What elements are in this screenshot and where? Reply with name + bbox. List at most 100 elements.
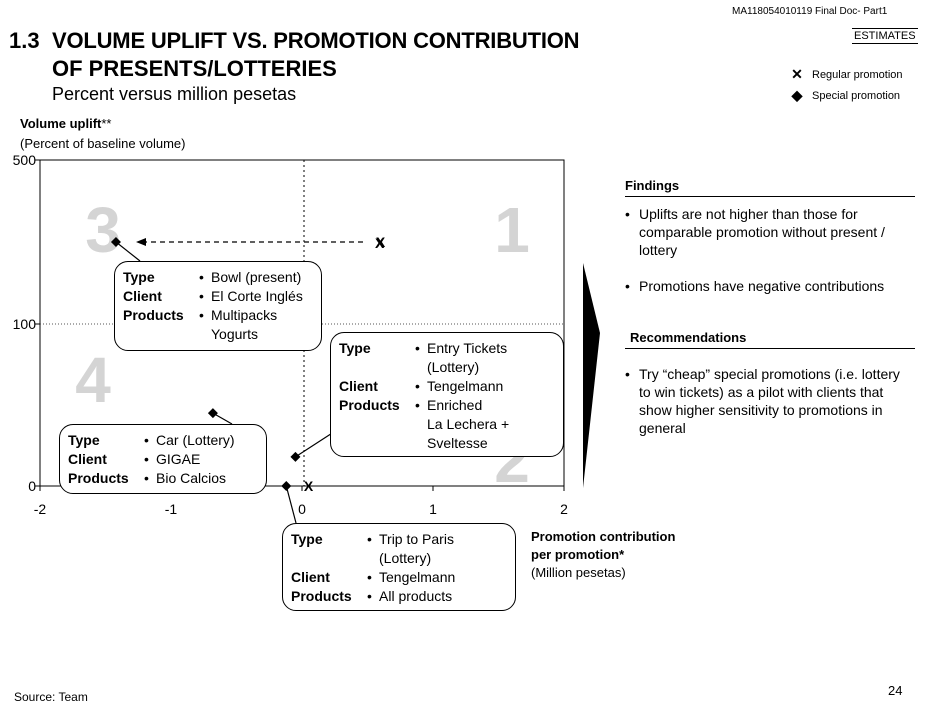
x-axis-title: Promotion contribution per promotion* (M…	[531, 529, 676, 580]
callout-value-line: GIGAE	[144, 450, 200, 469]
recommendations-list: Try “cheap” special promotions (i.e. lot…	[625, 365, 915, 437]
callout-value-line: All products	[367, 587, 452, 606]
x-marker-icon: ✕	[791, 66, 803, 82]
callout-value: Trip to Paris(Lottery)	[367, 530, 454, 568]
callout-key: Products	[339, 397, 400, 413]
source-note: Source: Team	[14, 690, 88, 704]
callout-value-line: Sveltesse	[427, 435, 488, 451]
callout-value-line: El Corte Inglés	[199, 287, 303, 306]
recommendation-item: Try “cheap” special promotions (i.e. lot…	[625, 365, 915, 437]
page-subtitle: Percent versus million pesetas	[52, 84, 297, 104]
callout-value-line: Multipacks	[199, 306, 277, 325]
callout-value: Bio Calcios	[144, 469, 226, 488]
callout-value-line: Trip to Paris	[367, 530, 454, 549]
y-axis-subtitle: (Percent of baseline volume)	[20, 136, 186, 151]
chevron-arrow-icon	[583, 263, 600, 488]
callout-value: Entry Tickets(Lottery)	[415, 339, 507, 377]
x-tick-label: 2	[560, 501, 568, 517]
callout-value-line: (Lottery)	[379, 550, 432, 566]
callout-value: Tengelmann	[367, 568, 455, 587]
callout-key: Client	[123, 288, 162, 304]
document-id: MA118054010119 Final Doc- Part1	[732, 6, 888, 17]
callout-key: Products	[291, 588, 352, 604]
x-tick-label: 1	[429, 501, 437, 517]
special-promotion-point	[110, 237, 121, 247]
y-axis-title: Volume uplift**	[20, 116, 112, 131]
regular-promotion-point: X	[376, 234, 386, 250]
arrow-head-icon	[136, 238, 146, 246]
diamond-marker-icon: ◆	[791, 87, 803, 103]
callout-key: Type	[123, 269, 155, 285]
callout-row: Client El Corte Inglés	[123, 287, 313, 306]
callout-key: Client	[68, 451, 107, 467]
callout-value-line: (Lottery)	[427, 359, 480, 375]
legend-label: Special promotion	[812, 89, 901, 102]
callout-key: Type	[291, 531, 323, 547]
callout-value: El Corte Inglés	[199, 287, 303, 306]
callout-key: Products	[68, 470, 129, 486]
y-tick-label: 500	[13, 152, 37, 168]
page-title-line2: OF PRESENTS/LOTTERIES	[52, 56, 337, 81]
special-promotion-point	[281, 481, 292, 491]
y-tick-label: 100	[13, 316, 37, 332]
callout-row: ClientTengelmann	[339, 377, 555, 396]
recommendations-heading: Recommendations	[625, 330, 915, 349]
callout-row: Type Car (Lottery)	[68, 431, 258, 450]
callout-value: Car (Lottery)	[144, 431, 235, 450]
regular-promotion-point: X	[304, 478, 314, 494]
quadrant-label-4: 4	[75, 344, 111, 416]
callout-value-line: Enriched	[415, 396, 509, 415]
callout-row: Type Trip to Paris(Lottery)	[291, 530, 507, 568]
callout-key: Client	[291, 569, 330, 585]
findings-heading: Findings	[625, 178, 915, 197]
callout-value-line: La Lechera +	[427, 416, 510, 432]
callout-key: Type	[339, 340, 371, 356]
callout-value: Tengelmann	[415, 377, 503, 396]
callout-pointer-line	[285, 485, 297, 524]
special-promotion-point	[290, 451, 301, 462]
callout-value-line: Yogurts	[211, 326, 258, 342]
callout-trip-paris: Type Trip to Paris(Lottery) Client Tengelma…	[282, 523, 516, 611]
callout-pointer-line	[115, 241, 141, 262]
marker-layer: XX	[110, 234, 386, 494]
x-tick-label: 0	[298, 501, 306, 517]
callout-value-line: Tengelmann	[415, 377, 503, 396]
callout-entry-tickets: Type Entry Tickets(Lottery)ClientTengelma…	[330, 332, 564, 457]
legend-regular: ✕ Regular promotion	[790, 66, 903, 83]
callout-key: Type	[68, 432, 100, 448]
callout-value: Bowl (present)	[199, 268, 301, 287]
tick-layer: -2 -1 0 1 2 0 100 500	[13, 152, 568, 517]
callout-row: Client GIGAE	[68, 450, 258, 469]
callout-row: Products All products	[291, 587, 507, 606]
callout-car: Type Car (Lottery) Client GIGAE Products Bio …	[59, 424, 267, 494]
callout-row: Type Entry Tickets(Lottery)	[339, 339, 555, 377]
y-tick-label: 0	[28, 478, 36, 494]
callout-value: GIGAE	[144, 450, 200, 469]
findings-panel: Findings Uplifts are not higher than tho…	[625, 178, 915, 295]
x-tick-label: -1	[165, 501, 178, 517]
findings-list: Uplifts are not higher than those for co…	[625, 205, 915, 295]
callout-value-line: Bio Calcios	[144, 469, 226, 488]
recommendations-panel: Recommendations Try “cheap” special prom…	[625, 330, 915, 437]
legend-label: Regular promotion	[812, 68, 903, 81]
x-tick-label: -2	[34, 501, 47, 517]
special-promotion-point	[207, 408, 218, 419]
callout-value: All products	[367, 587, 452, 606]
callout-value-line: Tengelmann	[367, 568, 455, 587]
estimates-tag: ESTIMATES	[852, 28, 918, 44]
page-number: 24	[888, 683, 903, 698]
quadrant-label-3: 3	[85, 194, 121, 266]
callout-row: Type Bowl (present)	[123, 268, 313, 287]
callout-value-line: Bowl (present)	[199, 268, 301, 287]
callout-row: Client Tengelmann	[291, 568, 507, 587]
quadrant-label-1: 1	[494, 194, 530, 266]
legend-special: ◆ Special promotion	[790, 87, 900, 104]
callout-bowl: TypeBowl (present)ClientEl Corte InglésP…	[114, 261, 322, 351]
section-number: 1.3	[9, 28, 40, 53]
callout-key: Products	[123, 307, 184, 323]
